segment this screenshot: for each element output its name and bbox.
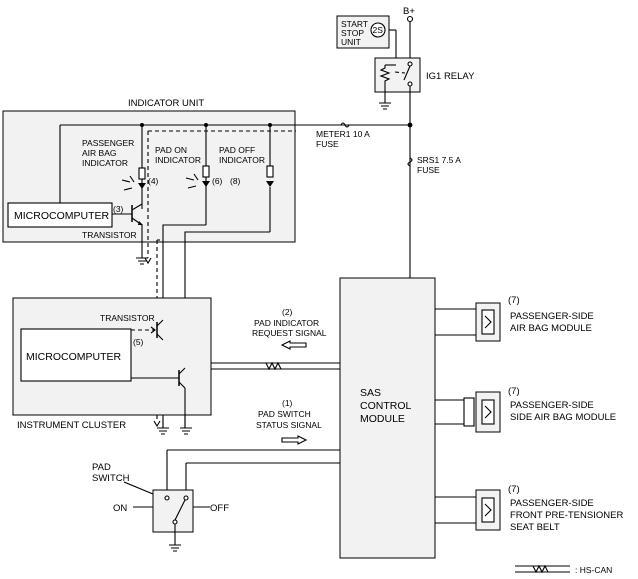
pad-switch-label-2: SWITCH (92, 473, 130, 484)
pad-switch-label-1: PAD (92, 462, 111, 473)
pad-off-indicator-label-1: PAD OFF (219, 145, 255, 155)
module-pretensioner-num: (7) (508, 484, 520, 495)
pad-switch-status-signal: (1) PAD SWITCH STATUS SIGNAL (166, 398, 340, 490)
indicator-transistor-label: TRANSISTOR (82, 230, 137, 240)
cluster-transistor-label: TRANSISTOR (100, 313, 155, 323)
module-airbag-label-1: PASSENGER-SIDE (510, 311, 594, 322)
sas-label-3: MODULE (360, 413, 405, 425)
status-signal-label-2: STATUS SIGNAL (256, 420, 322, 430)
module-airbag: (7) PASSENGER-SIDE AIR BAG MODULE (435, 295, 594, 342)
module-side-airbag-label-1: PASSENGER-SIDE (510, 400, 594, 411)
start-stop-label-1: START (341, 19, 368, 29)
indicator-num3: (3) (113, 204, 124, 214)
srs-fuse-label-1: SRS1 7.5 A (417, 155, 461, 165)
pad-off-indicator-num: (8) (230, 176, 241, 186)
meter-fuse: METER1 10 A FUSE (298, 122, 410, 149)
pad-switch-on-label: ON (113, 503, 127, 514)
pad-indicator-request-signal: (2) PAD INDICATOR REQUEST SIGNAL (211, 307, 340, 371)
request-signal-label-2: REQUEST SIGNAL (252, 328, 327, 338)
sas-control-module: SAS CONTROL MODULE (339, 277, 436, 559)
module-side-airbag: (7) PASSENGER-SIDE SIDE AIR BAG MODULE (435, 386, 616, 433)
pad-on-indicator-label-1: PAD ON (155, 145, 187, 155)
module-side-airbag-num: (7) (508, 386, 520, 397)
legend-label: : HS-CAN (575, 565, 612, 575)
indicator-unit: INDICATOR UNIT PASSENGER AIR BAG INDICAT… (2, 98, 298, 265)
instrument-cluster-title: INSTRUMENT CLUSTER (17, 420, 126, 431)
pad-off-indicator-label-2: INDICATOR (219, 155, 265, 165)
module-pretensioner-label-3: SEAT BELT (510, 522, 560, 533)
pad-on-indicator-num: (6) (212, 176, 223, 186)
bplus-label: B+ (403, 6, 415, 17)
meter-fuse-label-2: FUSE (316, 139, 339, 149)
ig1-relay: IG1 RELAY (374, 57, 475, 125)
request-signal-label-1: PAD INDICATOR (254, 318, 319, 328)
srs-fuse: SRS1 7.5 A FUSE (407, 125, 461, 278)
sas-label-1: SAS (360, 387, 381, 399)
legend-hs-can: : HS-CAN (515, 564, 612, 575)
indicator-microcomputer-label: MICROCOMPUTER (14, 210, 109, 222)
status-signal-num: (1) (282, 398, 293, 408)
module-airbag-num: (7) (508, 295, 520, 306)
bplus-terminal: B+ (403, 6, 415, 58)
cluster-microcomputer-label: MICROCOMPUTER (26, 351, 121, 363)
module-airbag-label-2: AIR BAG MODULE (510, 323, 592, 334)
module-pretensioner-label-1: PASSENGER-SIDE (510, 498, 594, 509)
start-stop-label-3: UNIT (341, 37, 361, 47)
instrument-cluster: INSTRUMENT CLUSTER MICROCOMPUTER TRANSIS… (12, 297, 212, 431)
ig1-relay-label: IG1 RELAY (426, 71, 475, 82)
pab-indicator-label-1: PASSENGER (82, 138, 134, 148)
start-stop-unit: START STOP UNIT 2S (336, 15, 397, 58)
sas-label-2: CONTROL (360, 400, 411, 412)
module-side-airbag-label-2: SIDE AIR BAG MODULE (510, 412, 616, 423)
request-signal-num: (2) (282, 307, 293, 317)
status-signal-label-1: PAD SWITCH (258, 409, 311, 419)
srs-fuse-label-2: FUSE (417, 165, 440, 175)
pad-switch: PAD SWITCH ON OFF (92, 462, 229, 552)
pab-indicator-label-2: AIR BAG (82, 148, 116, 158)
module-pretensioner-label-2: FRONT PRE-TENSIONER (510, 510, 623, 521)
start-stop-label-2: STOP (341, 28, 364, 38)
cluster-grounds (153, 420, 192, 435)
start-stop-badge: 2S (373, 25, 384, 35)
indicator-unit-title: INDICATOR UNIT (128, 98, 204, 109)
pad-on-indicator-label-2: INDICATOR (155, 155, 201, 165)
meter-fuse-label-1: METER1 10 A (316, 129, 370, 139)
pab-indicator-label-3: INDICATOR (82, 158, 128, 168)
module-pretensioner: (7) PASSENGER-SIDE FRONT PRE-TENSIONER S… (435, 484, 623, 533)
pab-indicator-num: (4) (148, 176, 159, 186)
pad-switch-off-label: OFF (210, 503, 229, 514)
cluster-num5: (5) (133, 337, 144, 347)
